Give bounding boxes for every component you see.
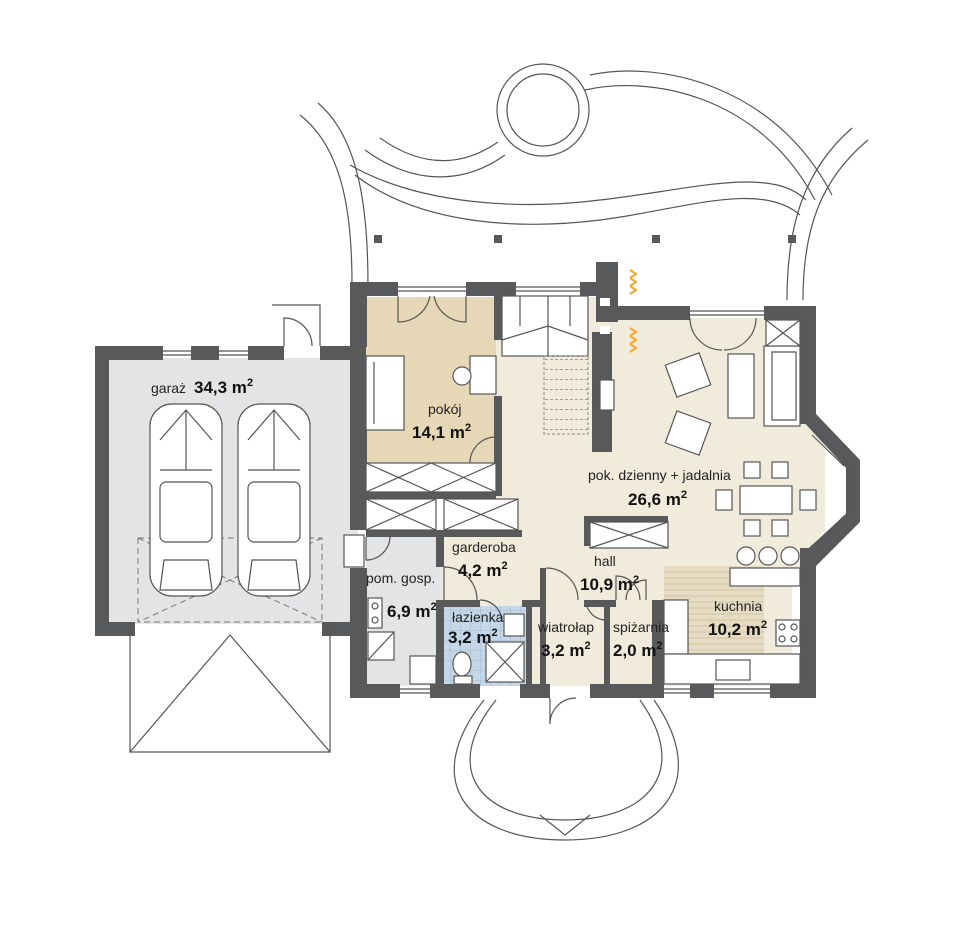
label-kuchnia: kuchnia 10,2 m2: [708, 598, 767, 639]
label-pokoj: pokój 14,1 m2: [412, 401, 471, 442]
label-gosp: pom. gosp. 6,9 m2: [366, 570, 437, 621]
car-right: [237, 403, 311, 597]
north-terrace: [299, 63, 869, 301]
pokoj-furniture: [365, 295, 519, 531]
svg-text:4,2 m2: 4,2 m2: [458, 560, 508, 580]
label-garaz: garaż 34,3 m2: [151, 377, 253, 397]
kitchen-furniture: [663, 566, 801, 685]
svg-text:34,3 m2: 34,3 m2: [194, 377, 253, 397]
fireplace-flame-icon: [629, 269, 638, 353]
svg-text:6,9 m2: 6,9 m2: [387, 601, 437, 621]
bathroom-fixtures: [452, 613, 525, 685]
svg-text:3,2 m2: 3,2 m2: [541, 640, 591, 660]
label-hall: hall 10,9 m2: [580, 553, 639, 594]
svg-text:garderoba: garderoba: [452, 539, 516, 555]
label-spizarnia: spiżarnia 2,0 m2: [613, 619, 669, 660]
utility-furniture: [367, 597, 437, 685]
svg-text:pokój: pokój: [428, 401, 461, 417]
doors: [343, 534, 647, 725]
label-garderoba: garderoba 4,2 m2: [452, 539, 516, 580]
svg-text:26,6 m2: 26,6 m2: [628, 489, 687, 509]
label-lazienka: łazienka 3,2 m2: [448, 609, 504, 647]
svg-text:łazienka: łazienka: [452, 609, 504, 625]
staircase: [501, 295, 589, 435]
svg-text:kuchnia: kuchnia: [714, 598, 762, 614]
svg-text:pok. dzienny + jadalnia: pok. dzienny + jadalnia: [588, 467, 731, 483]
svg-text:10,2 m2: 10,2 m2: [708, 619, 767, 639]
svg-text:2,0 m2: 2,0 m2: [613, 640, 663, 660]
garage-floor: [108, 358, 358, 624]
svg-text:10,9 m2: 10,9 m2: [580, 574, 639, 594]
car-left: [149, 403, 223, 597]
windows: [398, 286, 856, 694]
svg-text:14,1 m2: 14,1 m2: [412, 422, 471, 442]
south-entrance: [453, 699, 679, 841]
label-dzienny: pok. dzienny + jadalnia 26,6 m2: [588, 467, 731, 509]
house-walls: [350, 262, 860, 698]
svg-text:wiatrołap: wiatrołap: [537, 619, 594, 635]
living-furniture: [589, 317, 817, 566]
svg-text:garaż: garaż: [151, 380, 186, 396]
svg-text:3,2 m2: 3,2 m2: [448, 627, 498, 647]
label-wiatrolap: wiatrołap 3,2 m2: [537, 619, 594, 660]
svg-text:spiżarnia: spiżarnia: [613, 619, 669, 635]
svg-text:pom. gosp.: pom. gosp.: [366, 570, 435, 586]
svg-text:hall: hall: [594, 553, 616, 569]
